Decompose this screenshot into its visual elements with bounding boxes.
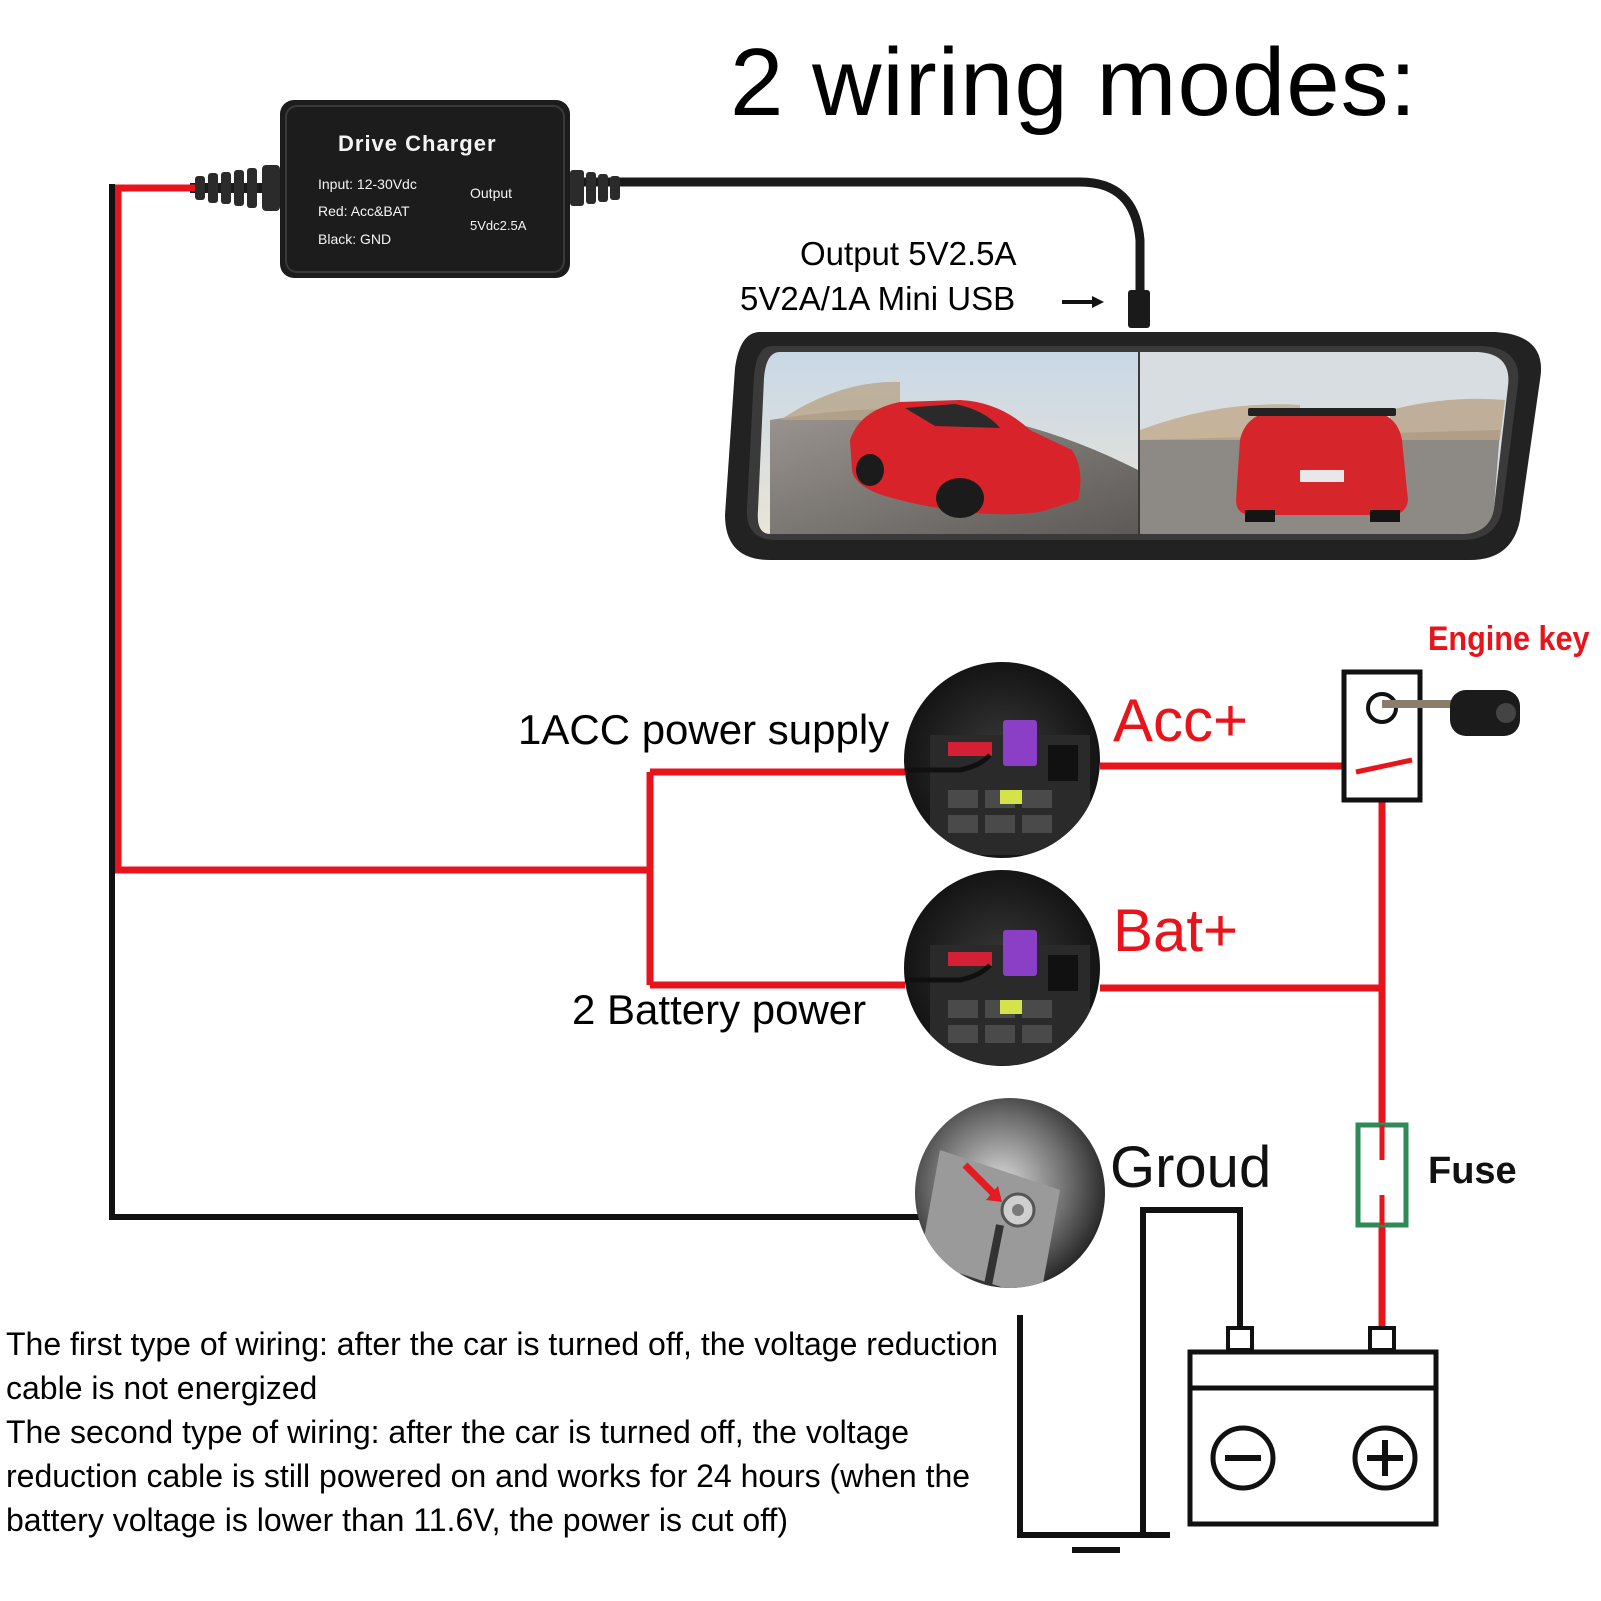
mirror-dashcam bbox=[725, 332, 1542, 560]
description-line-2: The second type of wiring: after the car… bbox=[6, 1414, 971, 1538]
usb-plug bbox=[1128, 290, 1150, 328]
charger-input-spec: Input: 12-30Vdc bbox=[318, 176, 417, 192]
ground-down-wire bbox=[1017, 1315, 1170, 1538]
red-car-front bbox=[850, 400, 1081, 515]
ground-wire-left bbox=[109, 184, 920, 1220]
output-note-line1: Output 5V2.5A bbox=[800, 235, 1017, 272]
ground-photo bbox=[915, 1098, 1105, 1288]
battery-power-label: 2 Battery power bbox=[572, 986, 867, 1033]
acc-plus-label: Acc+ bbox=[1113, 687, 1249, 754]
bat-plus-label: Bat+ bbox=[1113, 897, 1239, 964]
battery-minus-wire bbox=[1140, 1207, 1243, 1535]
red-main-wire bbox=[114, 184, 650, 874]
charger-output-value: 5Vdc2.5A bbox=[470, 218, 527, 233]
charger-name: Drive Charger bbox=[338, 131, 497, 156]
page-title: 2 wiring modes: bbox=[730, 29, 1418, 136]
inline-fuse bbox=[1355, 1122, 1409, 1228]
output-note-line2: 5V2A/1A Mini USB bbox=[740, 280, 1016, 317]
engine-key-label: Engine key bbox=[1428, 620, 1590, 658]
charger-red-spec: Red: Acc&BAT bbox=[318, 203, 410, 219]
description-line-1: The first type of wiring: after the car … bbox=[6, 1326, 998, 1406]
fuse-label: Fuse bbox=[1428, 1150, 1517, 1192]
battery bbox=[1187, 1326, 1439, 1527]
acc-supply-label: 1ACC power supply bbox=[518, 706, 890, 753]
wiring-description: The first type of wiring: after the car … bbox=[6, 1322, 1016, 1542]
charger-output-label: Output bbox=[470, 185, 513, 201]
acc-fuse-photo bbox=[904, 662, 1100, 858]
charger-black-spec: Black: GND bbox=[318, 231, 392, 247]
bat-fuse-photo bbox=[904, 870, 1100, 1066]
drive-charger bbox=[195, 100, 620, 278]
ground-label: Groud bbox=[1110, 1135, 1272, 1200]
usb-cable bbox=[565, 177, 1145, 300]
engine-key-switch bbox=[1341, 669, 1520, 803]
red-car-rear bbox=[1236, 410, 1408, 515]
